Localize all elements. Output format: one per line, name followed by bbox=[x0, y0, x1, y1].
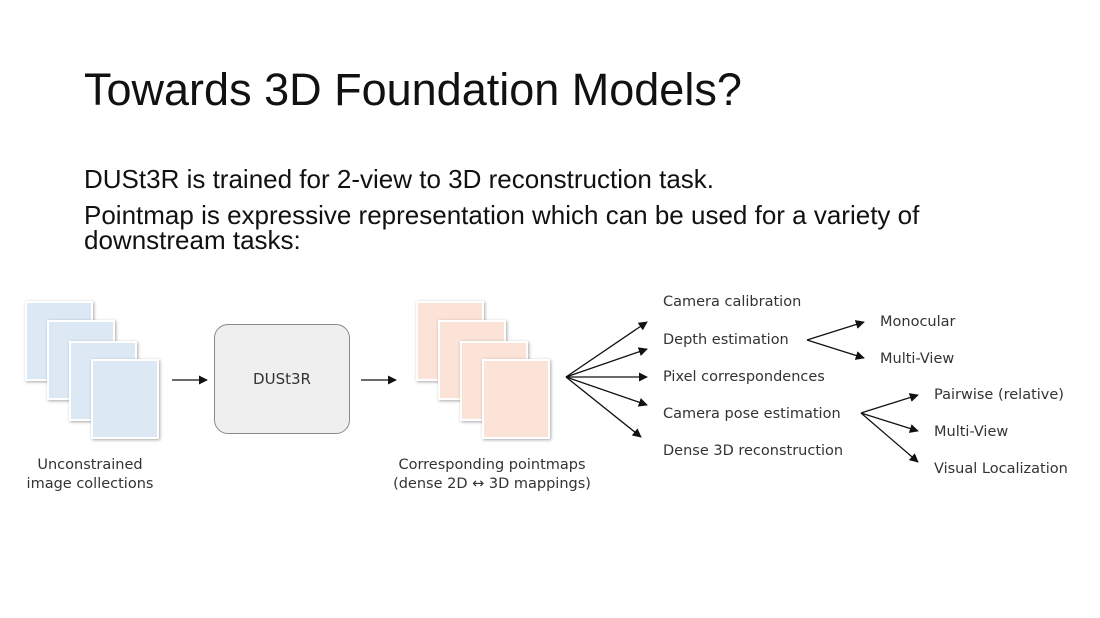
arrow-to-depth-multi-view bbox=[806, 339, 865, 360]
subtask-visual-localization: Visual Localization bbox=[934, 461, 1068, 477]
body-line-downstream: downstream tasks: bbox=[84, 225, 301, 255]
output-caption: Corresponding pointmaps (dense 2D ↔ 3D m… bbox=[372, 456, 612, 494]
dust3r-model-box: DUSt3R bbox=[214, 324, 350, 434]
task-depth-estimation: Depth estimation bbox=[663, 332, 789, 348]
arrow-to-pose-multi-view bbox=[860, 412, 919, 433]
arrow-to-visual-localization bbox=[860, 412, 919, 463]
output-caption-line2: (dense 2D ↔ 3D mappings) bbox=[393, 476, 591, 492]
body-line-pointmap: Pointmap is expressive representation wh… bbox=[84, 200, 920, 230]
input-image-card bbox=[91, 359, 159, 439]
output-caption-line1: Corresponding pointmaps bbox=[398, 457, 586, 473]
task-dense-3d-reconstruction: Dense 3D reconstruction bbox=[663, 443, 844, 459]
pointmap-card bbox=[482, 359, 550, 439]
body-line-training: DUSt3R is trained for 2-view to 3D recon… bbox=[84, 164, 715, 194]
input-caption: Unconstrained image collections bbox=[10, 456, 170, 494]
subtask-monocular: Monocular bbox=[880, 314, 956, 330]
task-pixel-correspondences: Pixel correspondences bbox=[663, 369, 825, 385]
input-caption-line2: image collections bbox=[26, 476, 154, 492]
arrow-to-dense-3d-reconstruction bbox=[565, 376, 642, 438]
input-caption-line1: Unconstrained bbox=[37, 457, 143, 473]
task-camera-pose-estimation: Camera pose estimation bbox=[663, 406, 841, 422]
arrow-to-monocular bbox=[806, 320, 865, 341]
arrow-to-camera-calibration bbox=[565, 321, 648, 378]
model-label: DUSt3R bbox=[253, 370, 311, 388]
arrow-to-camera-pose-estimation bbox=[565, 376, 648, 407]
subtask-pairwise: Pairwise (relative) bbox=[934, 387, 1064, 403]
task-camera-calibration: Camera calibration bbox=[663, 294, 802, 310]
subtask-depth-multi-view: Multi-View bbox=[880, 351, 955, 367]
subtask-pose-multi-view: Multi-View bbox=[934, 424, 1009, 440]
arrow-to-pairwise bbox=[860, 393, 919, 414]
arrow-to-depth-estimation bbox=[565, 347, 648, 378]
slide-title: Towards 3D Foundation Models? bbox=[84, 64, 742, 115]
